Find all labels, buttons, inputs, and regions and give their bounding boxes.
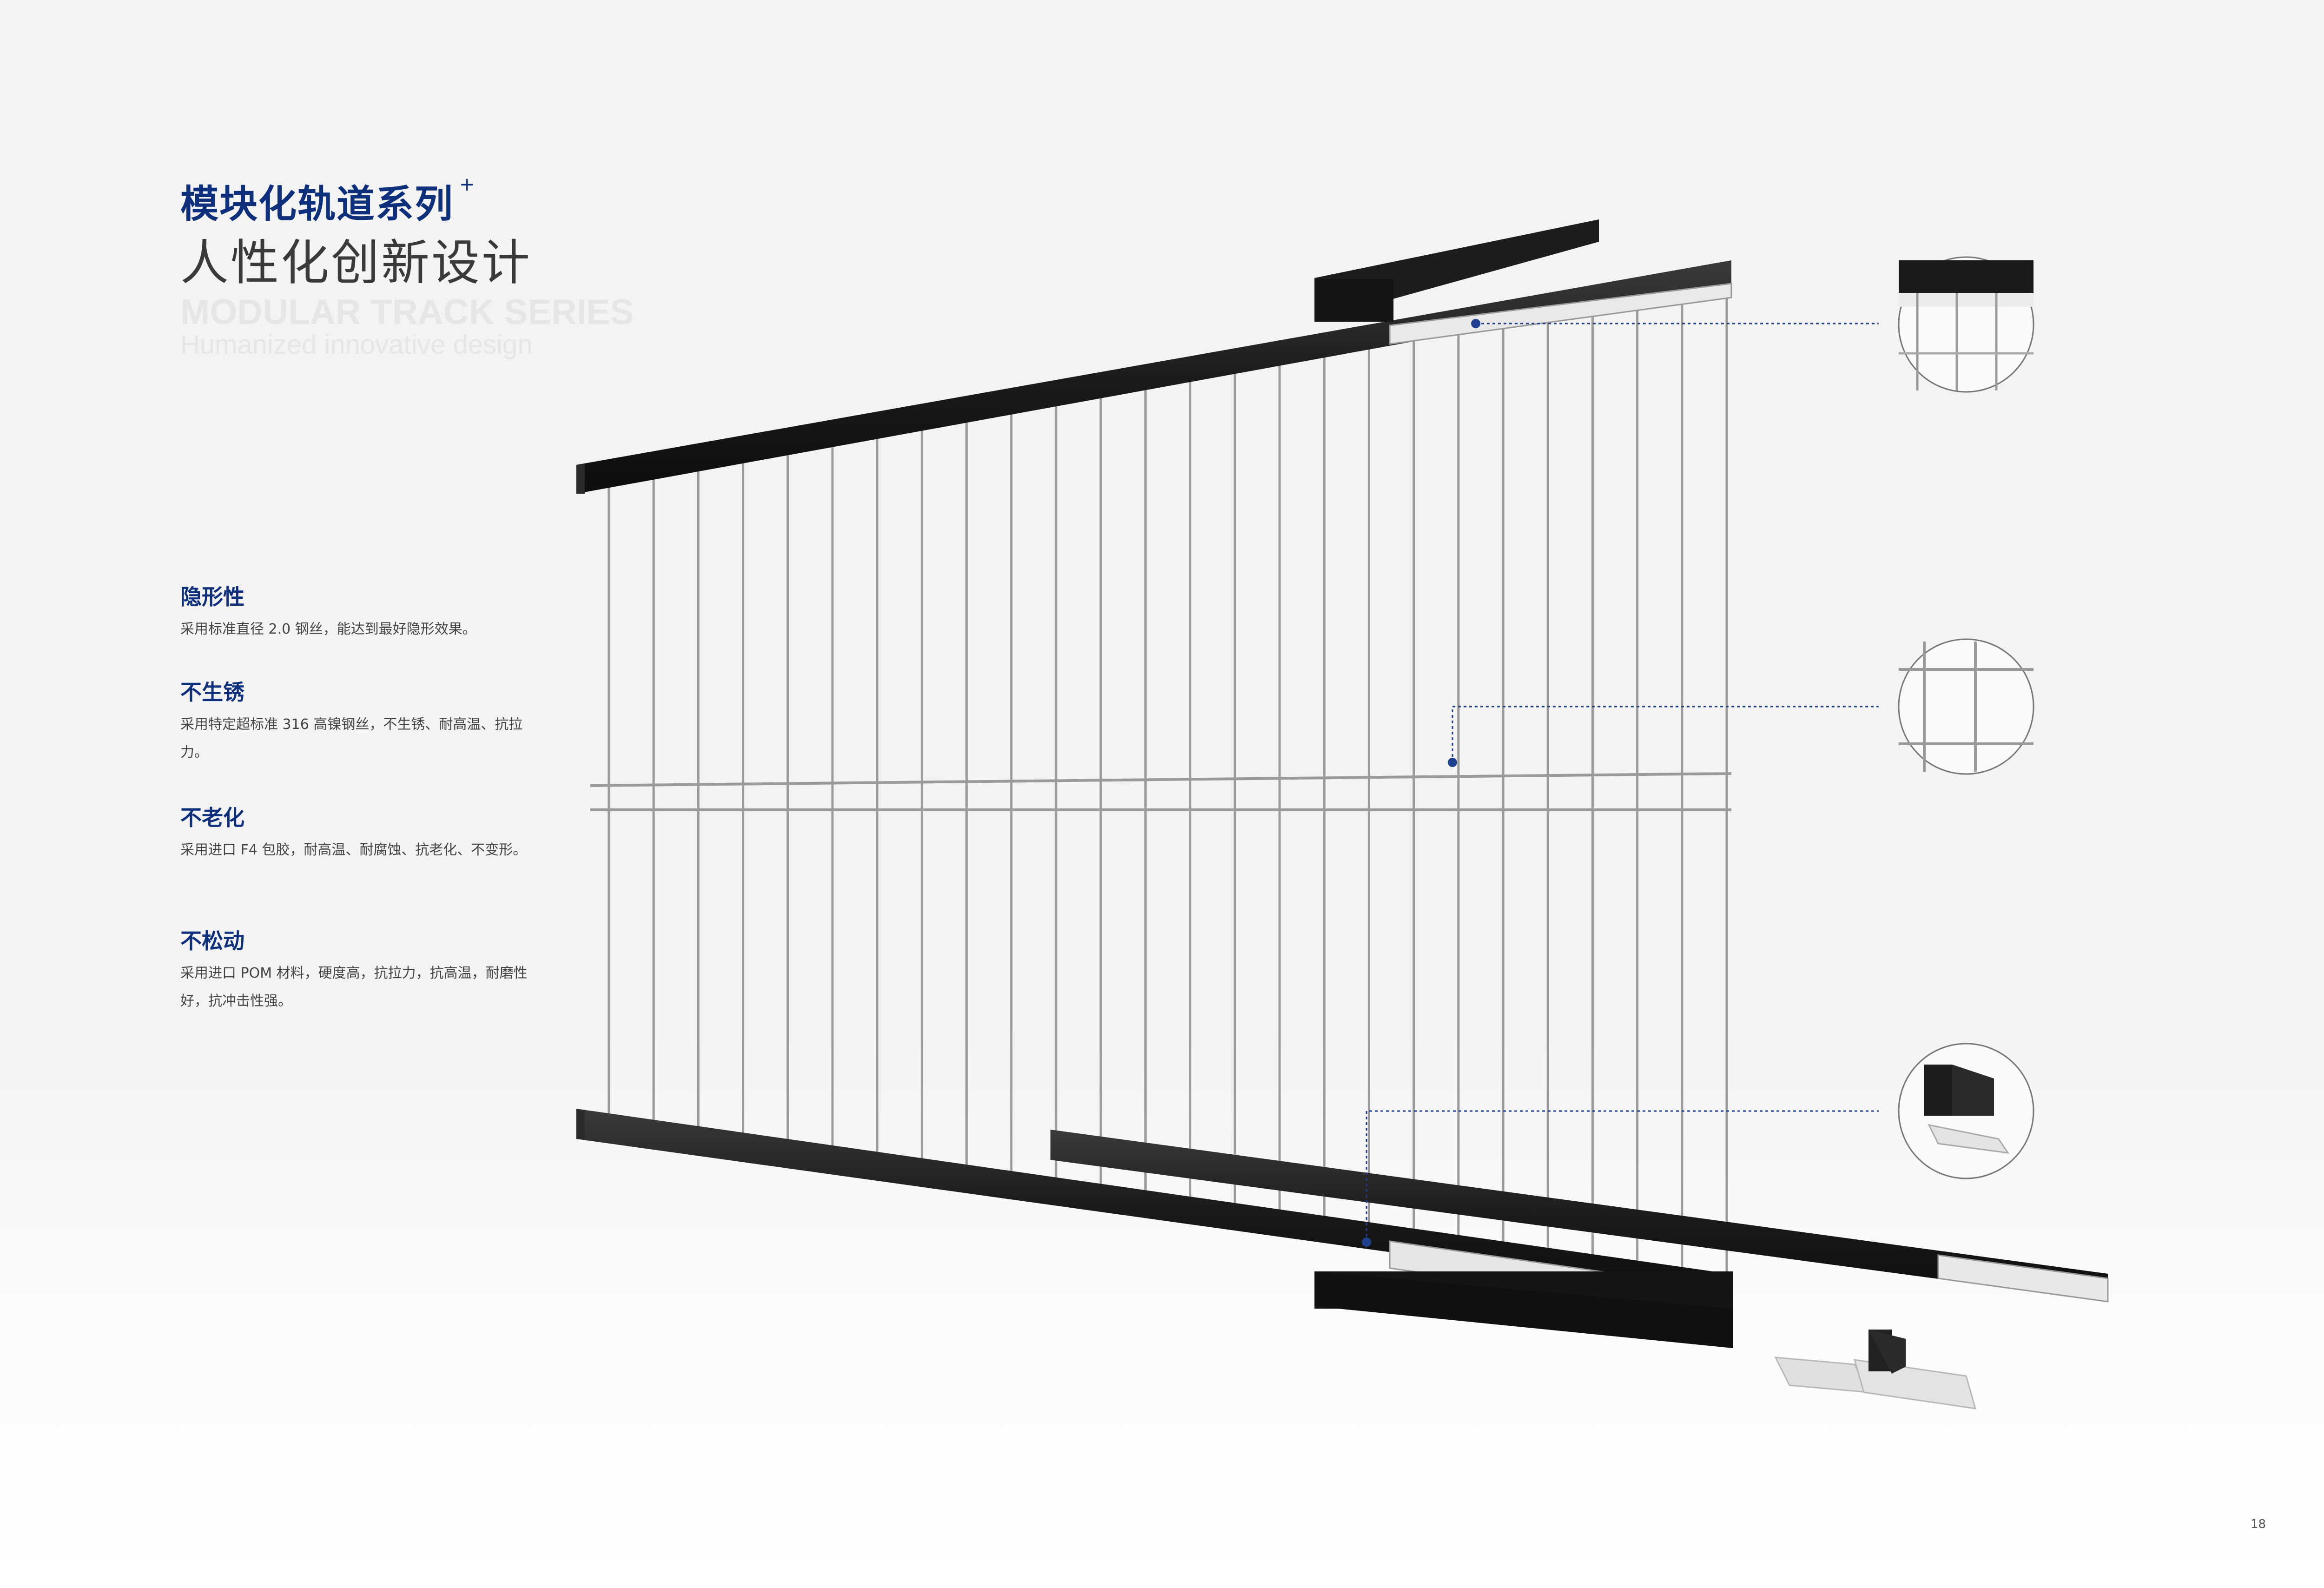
feature-item: 隐形性 采用标准直径 2.0 钢丝，能达到最好隐形效果。: [180, 580, 534, 643]
title-plus-mark: +: [459, 174, 475, 195]
detail-view-1: [1898, 256, 2034, 393]
horizontal-wires: [590, 772, 1732, 811]
detail-view-2: [1898, 638, 2034, 775]
vertical-wires: [607, 279, 1728, 1281]
feature-title: 不生锈: [180, 680, 244, 705]
callout-leaders: [1366, 323, 1879, 1242]
callout-dot: [1448, 758, 1457, 767]
bottom-rail: [576, 1109, 1733, 1348]
secondary-rail: [1050, 1130, 2109, 1303]
feature-item: 不生锈 采用特定超标准 316 高镍钢丝，不生锈、耐高温、抗拉力。: [180, 675, 534, 767]
feature-description: 采用特定超标准 316 高镍钢丝，不生锈、耐高温、抗拉力。: [180, 716, 523, 761]
feature-item: 不松动 采用进口 POM 材料，硬度高，抗拉力，抗高温，耐磨性好，抗冲击性强。: [180, 924, 534, 1015]
feature-description: 采用标准直径 2.0 钢丝，能达到最好隐形效果。: [180, 621, 476, 637]
feature-title: 不松动: [180, 928, 244, 953]
feature-item: 不老化 采用进口 F4 包胶，耐高温、耐腐蚀、抗老化、不变形。: [180, 801, 534, 864]
feature-description: 采用进口 F4 包胶，耐高温、耐腐蚀、抗老化、不变形。: [180, 842, 527, 858]
english-subtitle: Humanized innovative design: [180, 330, 533, 360]
page-subtitle: 人性化创新设计: [180, 234, 532, 291]
feature-title: 不老化: [180, 805, 244, 830]
feature-description: 采用进口 POM 材料，硬度高，抗拉力，抗高温，耐磨性好，抗冲击性强。: [180, 965, 528, 1009]
detail-view-3: [1898, 1043, 2034, 1179]
page-number: 18: [2251, 1517, 2266, 1531]
page-title: 模块化轨道系列: [180, 182, 454, 226]
english-title: MODULAR TRACK SERIES: [180, 292, 634, 332]
loose-clip-parts: [1774, 1330, 1977, 1409]
feature-title: 隐形性: [180, 584, 244, 609]
top-rail: [576, 219, 1732, 494]
